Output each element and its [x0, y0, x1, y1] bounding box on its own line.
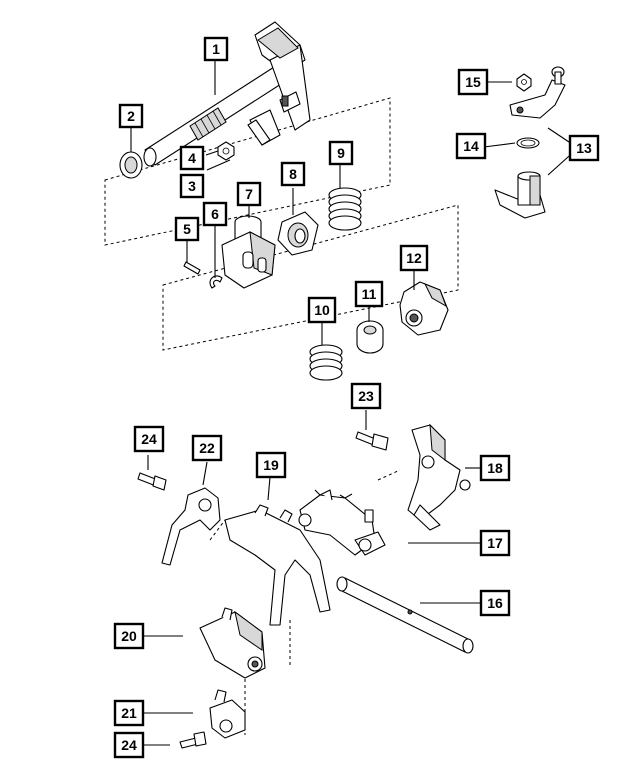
guide-cup-part [277, 211, 319, 256]
bushing-part [356, 320, 384, 354]
svg-text:21: 21 [121, 705, 137, 721]
callout-1: 1 [203, 36, 229, 62]
callout-20: 20 [113, 622, 145, 650]
selector-lever-part [407, 423, 471, 531]
svg-text:13: 13 [576, 140, 592, 156]
svg-text:2: 2 [127, 108, 135, 124]
svg-text:10: 10 [314, 302, 330, 318]
svg-text:6: 6 [211, 206, 219, 222]
callout-17: 17 [479, 529, 511, 557]
shift-lever-part [494, 171, 546, 219]
spring-upper-part [328, 187, 362, 231]
bolt-left-part [137, 472, 167, 491]
callout-10: 10 [307, 296, 337, 324]
svg-text:1: 1 [212, 41, 220, 57]
svg-text:17: 17 [487, 535, 503, 551]
clip-part [209, 275, 223, 289]
svg-text:24: 24 [121, 737, 137, 753]
callout-21: 21 [113, 699, 145, 727]
shift-shaft-part [143, 21, 311, 167]
svg-text:14: 14 [463, 138, 479, 154]
o-ring-part [516, 137, 540, 149]
callout-2: 2 [118, 103, 144, 129]
group-outlines [104, 97, 459, 735]
svg-text:4: 4 [188, 150, 196, 166]
bolt-upper-part [355, 431, 389, 451]
svg-text:18: 18 [487, 460, 503, 476]
callout-9: 9 [328, 140, 354, 166]
svg-text:24: 24 [141, 431, 157, 447]
callout-15: 15 [457, 68, 489, 96]
svg-text:11: 11 [362, 286, 377, 302]
svg-text:23: 23 [358, 388, 374, 404]
svg-text:7: 7 [245, 186, 253, 202]
shift-bracket-part [509, 66, 566, 119]
detent-plate-part [399, 281, 449, 336]
svg-text:3: 3 [188, 178, 196, 194]
interlock-body-part [221, 215, 276, 289]
svg-text:22: 22 [199, 440, 215, 456]
callout-8: 8 [280, 161, 306, 187]
callout-19: 19 [255, 451, 287, 479]
svg-text:8: 8 [289, 166, 297, 182]
svg-text:16: 16 [487, 595, 503, 611]
shift-rail-part [336, 576, 474, 654]
callout-24-upper: 24 [133, 425, 165, 453]
svg-text:15: 15 [465, 74, 481, 90]
leader-lines [130, 60, 579, 746]
fork-lower-bracket-part [199, 607, 266, 679]
callout-12: 12 [399, 244, 429, 272]
callout-11: 11 [354, 280, 384, 308]
svg-text:20: 20 [121, 628, 137, 644]
shift-fork-large-part [224, 504, 331, 626]
callout-7: 7 [236, 181, 262, 207]
callout-18: 18 [479, 454, 511, 482]
fork-bracket-part [298, 489, 386, 556]
nut-small-part [516, 73, 532, 92]
bolt-bottom-part [179, 731, 207, 749]
roll-pin-part [183, 261, 201, 275]
svg-text:5: 5 [183, 221, 191, 237]
callout-22: 22 [191, 434, 223, 462]
callout-24-lower: 24 [113, 731, 145, 759]
fork-block-part [209, 689, 246, 739]
svg-text:9: 9 [337, 145, 345, 161]
nut-part [217, 141, 235, 161]
shift-fork-small-part [161, 487, 221, 566]
svg-text:19: 19 [263, 457, 279, 473]
callout-23: 23 [350, 382, 382, 410]
spring-lower-part [309, 344, 343, 381]
callout-5: 5 [174, 216, 200, 242]
shaft-seal-part [119, 151, 143, 179]
callout-16: 16 [479, 589, 511, 617]
callout-13: 13 [568, 134, 600, 162]
callout-6: 6 [202, 201, 228, 227]
callout-4: 4 [179, 145, 205, 171]
callout-3: 3 [179, 173, 205, 199]
callout-14: 14 [455, 132, 487, 160]
svg-text:12: 12 [406, 250, 422, 266]
